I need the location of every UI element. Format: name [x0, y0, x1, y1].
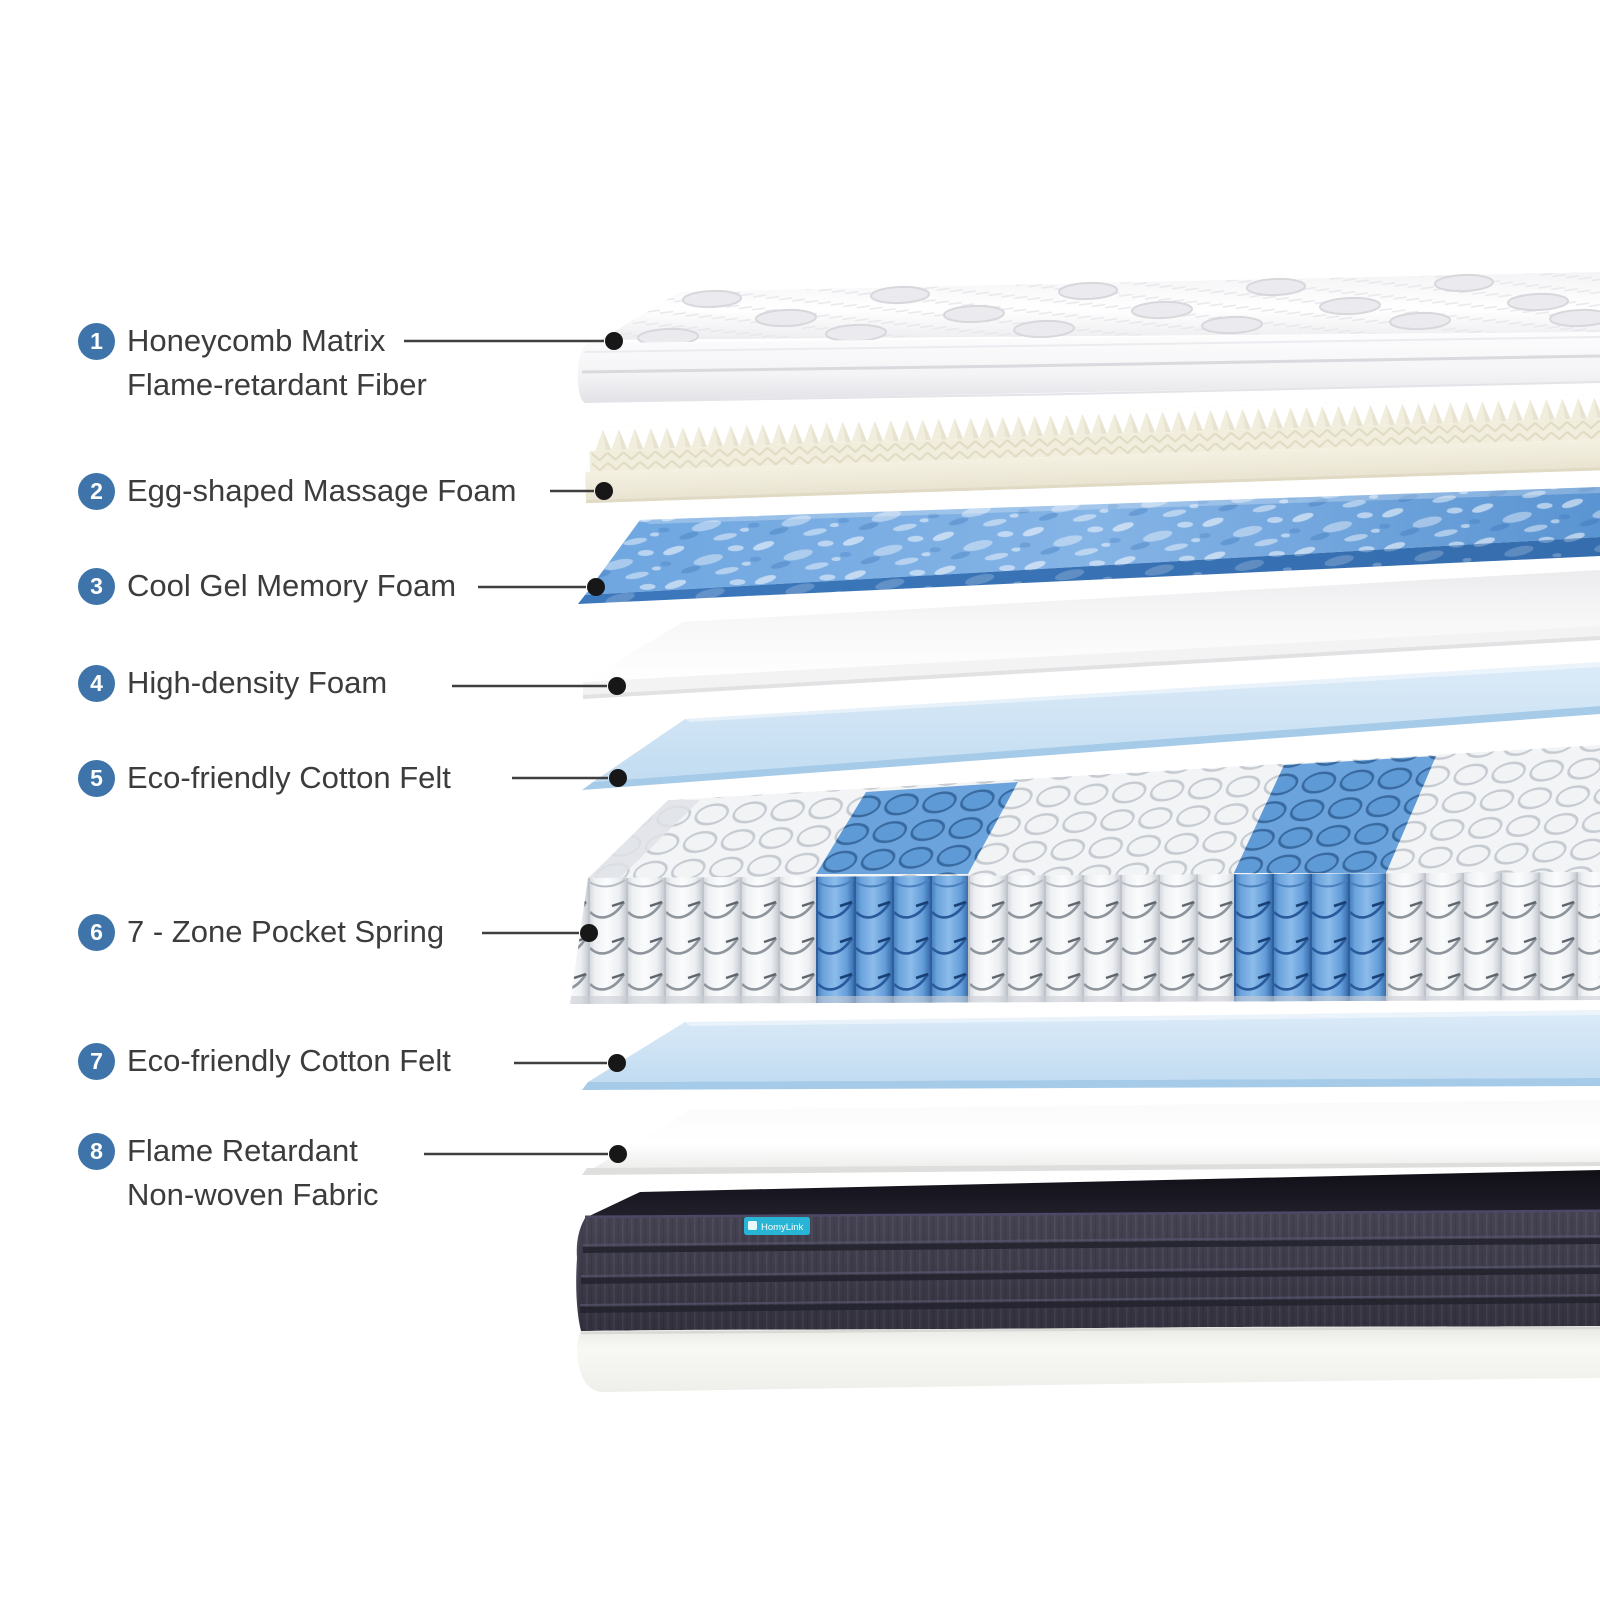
label-6-text: 7 - Zone Pocket Spring	[127, 910, 444, 954]
label-row-7: 7 Eco-friendly Cotton Felt	[78, 1039, 451, 1083]
label-row-2: 2 Egg-shaped Massage Foam	[78, 469, 516, 513]
label-6-line1: 7 - Zone Pocket Spring	[127, 914, 445, 949]
brand-tag: HomyLink	[744, 1217, 810, 1235]
layer-egg-foam	[585, 392, 1600, 504]
label-8-line2: Non-woven Fabric	[127, 1177, 379, 1212]
label-row-5: 5 Eco-friendly Cotton Felt	[78, 756, 451, 800]
leader-lines	[404, 339, 608, 1156]
layer-quilted-top	[577, 272, 1600, 403]
layer-pocket-spring	[570, 745, 1600, 1004]
label-row-3: 3 Cool Gel Memory Foam	[78, 564, 456, 608]
label-3-line1: Cool Gel Memory Foam	[127, 568, 457, 603]
leader-dot-4	[608, 677, 626, 695]
leader-dot-3	[587, 578, 605, 596]
label-7-badge: 7	[78, 1043, 115, 1080]
label-7-text: Eco-friendly Cotton Felt	[127, 1039, 451, 1083]
mattress-base: HomyLink	[576, 1170, 1600, 1393]
leader-dot-5	[609, 769, 627, 787]
leader-dot-2	[595, 482, 613, 500]
label-5-text: Eco-friendly Cotton Felt	[127, 756, 451, 800]
svg-text:HomyLink: HomyLink	[761, 1222, 803, 1233]
label-5-line1: Eco-friendly Cotton Felt	[127, 760, 451, 795]
label-5-badge: 5	[78, 760, 115, 797]
leader-dot-6	[580, 924, 598, 942]
leader-dot-7	[608, 1054, 626, 1072]
label-8-text: Flame Retardant Non-woven Fabric	[127, 1129, 379, 1217]
label-3-badge: 3	[78, 568, 115, 605]
leader-dots	[580, 332, 627, 1163]
label-4-line1: High-density Foam	[127, 665, 388, 700]
layer-nonwoven-fabric	[582, 1100, 1600, 1175]
label-1-line1: Honeycomb Matrix	[127, 323, 386, 358]
label-2-badge: 2	[78, 473, 115, 510]
label-8-line1: Flame Retardant	[127, 1133, 358, 1168]
label-row-1: 1 Honeycomb Matrix Flame-retardant Fiber	[78, 319, 427, 407]
layer-cotton-felt-upper	[582, 662, 1600, 790]
layer-high-density-foam	[583, 570, 1600, 699]
label-1-badge: 1	[78, 323, 115, 360]
label-2-text: Egg-shaped Massage Foam	[127, 469, 516, 513]
layer-gel-foam	[578, 487, 1600, 604]
label-3-text: Cool Gel Memory Foam	[127, 564, 456, 608]
label-row-8: 8 Flame Retardant Non-woven Fabric	[78, 1129, 379, 1217]
leader-dot-8	[609, 1145, 627, 1163]
layer-cotton-felt-lower	[582, 1010, 1600, 1090]
label-row-6: 6 7 - Zone Pocket Spring	[78, 910, 444, 954]
label-8-badge: 8	[78, 1133, 115, 1170]
label-2-line1: Egg-shaped Massage Foam	[127, 473, 517, 508]
leader-dot-1	[605, 332, 623, 350]
label-1-line2: Flame-retardant Fiber	[127, 367, 427, 402]
label-6-badge: 6	[78, 914, 115, 951]
label-7-line1: Eco-friendly Cotton Felt	[127, 1043, 451, 1078]
label-row-4: 4 High-density Foam	[78, 661, 387, 705]
label-1-text: Honeycomb Matrix Flame-retardant Fiber	[127, 319, 427, 407]
label-4-badge: 4	[78, 665, 115, 702]
label-4-text: High-density Foam	[127, 661, 387, 705]
